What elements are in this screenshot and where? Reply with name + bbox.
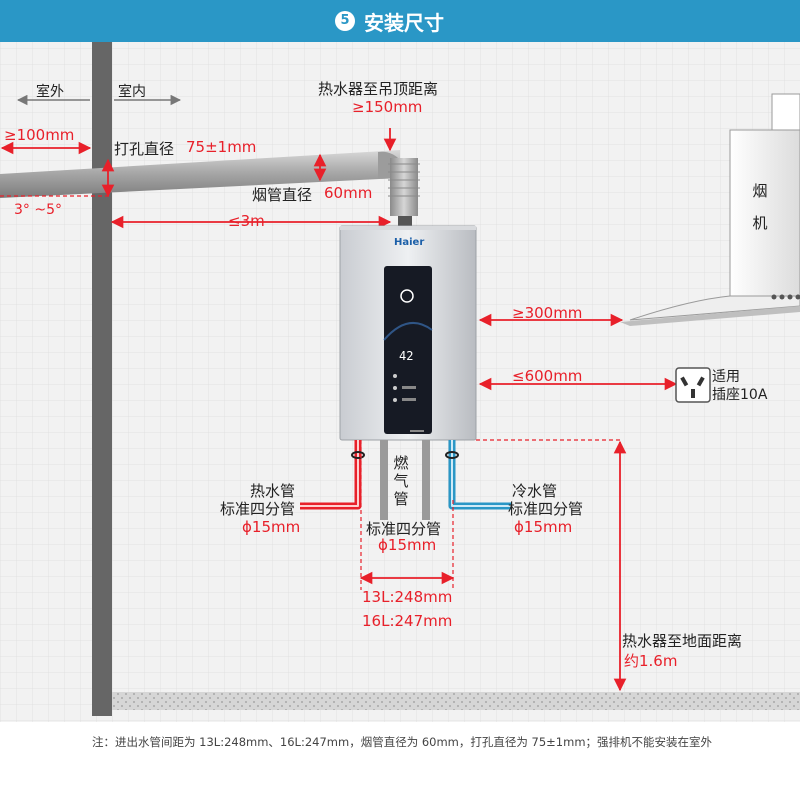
socket-label-line1: 适用 — [712, 369, 740, 385]
hole-diameter-value: 75±1mm — [186, 138, 257, 156]
hole-diameter-label: 打孔直径 — [114, 140, 175, 158]
run-length-value: ≤3m — [228, 212, 265, 230]
gas-pipe-diameter: ϕ15mm — [378, 536, 437, 554]
hot-pipe-label: 热水管 — [250, 482, 296, 500]
wall — [92, 42, 112, 716]
floor-distance-dimension — [476, 439, 627, 692]
control-panel — [384, 266, 432, 434]
pipe-spacing-16L: 16L:247mm — [362, 612, 453, 630]
cold-pipe-standard: 标准四分管 — [508, 500, 584, 518]
socket-distance-value: ≤600mm — [512, 367, 583, 385]
power-icon — [400, 289, 414, 303]
pipe-spacing-13L: 13L:248mm — [362, 588, 453, 606]
gas-pipe — [380, 440, 430, 520]
hot-water-pipe — [300, 440, 365, 510]
power-socket — [675, 367, 711, 403]
gas-pipe-standard: 标准四分管 — [366, 520, 442, 538]
floor-distance-label: 热水器至地面距离 — [622, 632, 743, 650]
floor — [112, 692, 800, 710]
installation-diagram: 室外 室内 热水器至吊顶距离 ≥150mm ≥100mm 打孔直径 75±1mm… — [0, 42, 800, 722]
ceiling-distance-label: 热水器至吊顶距离 — [318, 80, 439, 98]
ceiling-distance-value: ≥150mm — [352, 98, 423, 116]
socket-label-line2: 插座10A — [712, 387, 768, 403]
indicator-dot — [393, 398, 397, 402]
range-hood — [620, 93, 800, 326]
gas-pipe-label: 燃 气 管 — [393, 454, 409, 508]
floor-distance-value: 约1.6m — [624, 652, 678, 670]
footnote: 注：进出水管间距为 13L:248mm、16L:247mm，烟管直径为 60mm… — [92, 734, 782, 750]
outside-length-value: ≥100mm — [4, 126, 75, 144]
step-number-badge: 5 — [335, 11, 355, 31]
outdoor-label: 室外 — [36, 84, 64, 100]
water-heater — [339, 225, 477, 441]
cold-pipe-diameter: ϕ15mm — [514, 518, 573, 536]
indicator-dot — [393, 374, 397, 378]
temperature-display: 42 — [399, 349, 414, 363]
hood-clearance-value: ≥300mm — [512, 304, 583, 322]
cold-pipe-label: 冷水管 — [512, 482, 558, 500]
pipe-diameter-label: 烟管直径 — [252, 186, 313, 204]
cold-water-pipe — [445, 440, 512, 510]
indicator-dot — [393, 386, 397, 390]
footnote-text: 进出水管间距为 13L:248mm、16L:247mm，烟管直径为 60mm，打… — [115, 735, 713, 749]
diagram-graphics — [0, 42, 800, 722]
flue-pipe — [0, 150, 420, 226]
indoor-label: 室内 — [118, 84, 146, 100]
tilt-angle-value: 3° ~5° — [14, 202, 62, 218]
section-title: 安装尺寸 — [364, 11, 444, 35]
brand-logo: Haier — [394, 237, 425, 248]
footnote-prefix: 注： — [92, 735, 115, 749]
pipe-spacing-dimension — [359, 440, 455, 590]
pipe-diameter-value: 60mm — [324, 184, 373, 202]
range-hood-label: 烟 机 — [752, 182, 768, 232]
hot-pipe-standard: 标准四分管 — [220, 500, 296, 518]
hot-pipe-diameter: ϕ15mm — [242, 518, 301, 536]
section-header-banner: 5 安装尺寸 — [0, 0, 800, 42]
